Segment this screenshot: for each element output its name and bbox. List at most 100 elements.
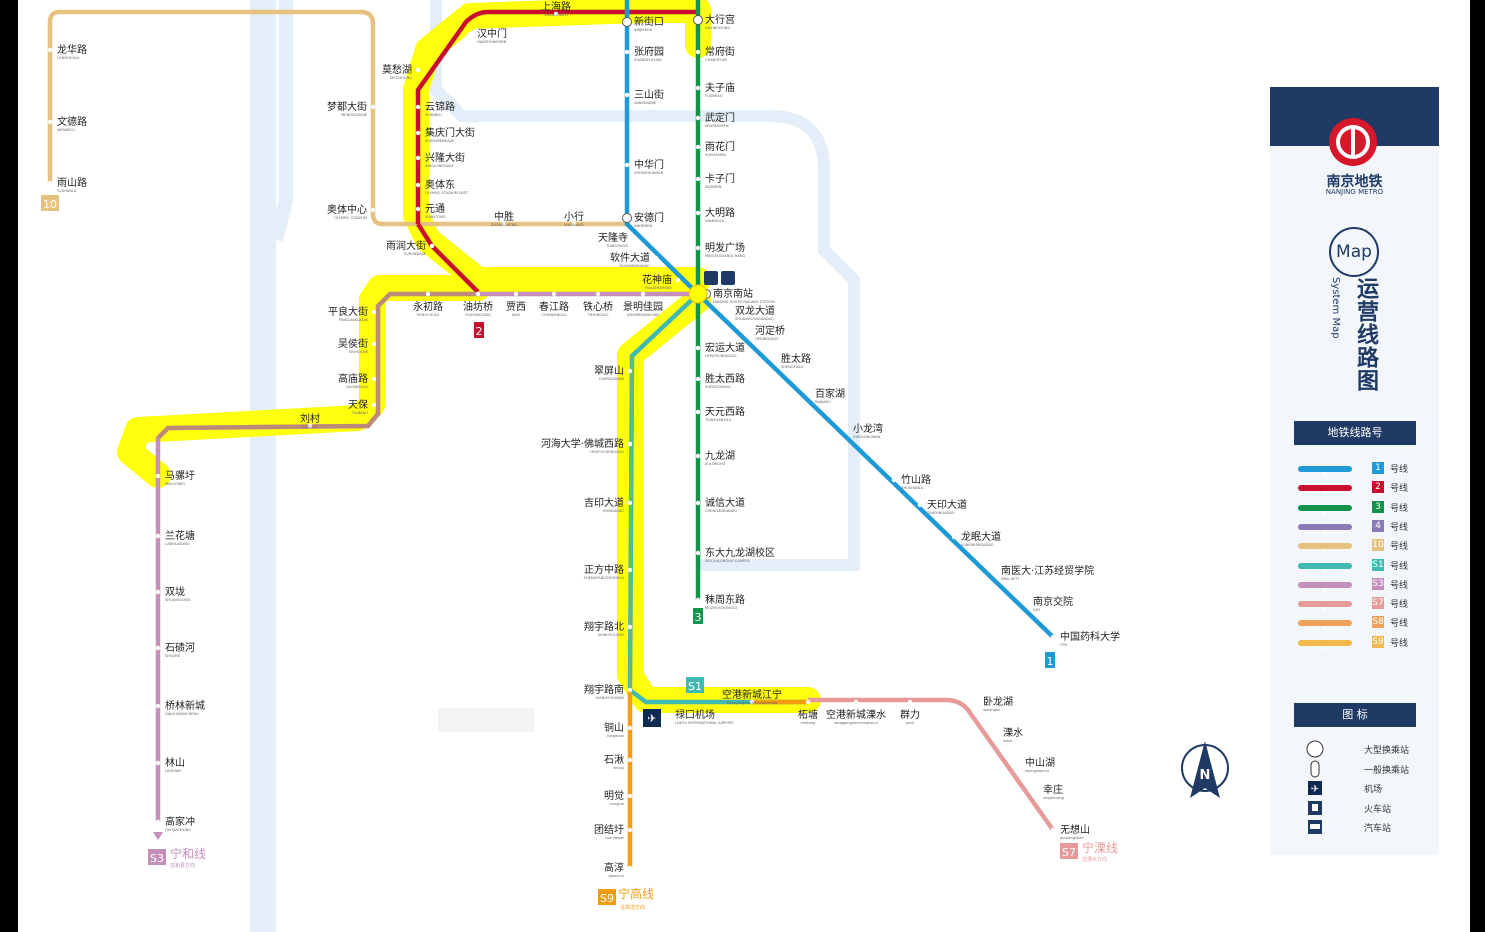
station-dot[interactable] (622, 17, 632, 27)
station-name[interactable]: 天印大道 (927, 498, 967, 511)
station-name[interactable]: 大明路 (705, 206, 735, 219)
station-dot[interactable] (155, 533, 161, 539)
station-dot[interactable] (675, 277, 681, 283)
station-name[interactable]: 诚信大道 (705, 496, 745, 509)
station-name[interactable]: 高家冲 (165, 815, 195, 828)
station-dot[interactable] (695, 453, 701, 459)
station-name[interactable]: 奥体东 (425, 178, 455, 191)
station-name[interactable]: 河定桥 (755, 324, 785, 337)
station-dot[interactable] (307, 423, 313, 429)
station-name[interactable]: 群力 (900, 708, 920, 721)
station-name[interactable]: 秣周东路 (705, 593, 745, 606)
station-name[interactable]: 幸庄 (1043, 783, 1063, 796)
station-name[interactable]: 天元西路 (705, 405, 745, 418)
station-dot[interactable] (627, 793, 633, 799)
station-name[interactable]: 柘塘 (798, 708, 818, 721)
station-dot[interactable] (627, 757, 633, 763)
station-name[interactable]: 胜太路 (781, 352, 811, 365)
station-name[interactable]: 双龙大道 (735, 304, 775, 317)
station-dot[interactable] (627, 725, 633, 731)
station-name[interactable]: 明发广场 (705, 241, 745, 254)
station-dot[interactable] (513, 291, 519, 297)
interchange-nanjing-south[interactable] (688, 284, 708, 304)
station-name[interactable]: 油坊桥 (463, 300, 493, 313)
station-dot[interactable] (553, 11, 559, 17)
station-dot[interactable] (624, 92, 630, 98)
station-dot[interactable] (993, 730, 999, 736)
station-name[interactable]: 莫愁湖 (382, 63, 412, 76)
station-dot[interactable] (415, 182, 421, 188)
station-dot[interactable] (475, 291, 481, 297)
station-name[interactable]: 软件大道 (610, 251, 650, 264)
station-dot[interactable] (771, 356, 777, 362)
station-dot[interactable] (973, 699, 979, 705)
station-dot[interactable] (843, 426, 849, 432)
station-dot[interactable] (371, 341, 377, 347)
station-dot[interactable] (653, 255, 659, 261)
station-name[interactable]: 南医大·江苏经贸学院 (1001, 564, 1094, 577)
station-name[interactable]: 平良大街 (328, 305, 368, 318)
station-name[interactable]: 桥林新城 (165, 699, 205, 712)
station-dot[interactable] (1023, 599, 1029, 605)
station-dot[interactable] (415, 130, 421, 136)
station-name[interactable]: 梦都大街 (327, 100, 367, 113)
station-name[interactable]: 东大九龙湖校区 (705, 546, 775, 559)
station-dot[interactable] (155, 589, 161, 595)
station-name[interactable]: 中山湖 (1025, 756, 1055, 769)
station-dot[interactable] (571, 221, 577, 227)
station-dot[interactable] (805, 391, 811, 397)
station-name[interactable]: 安德门 (634, 211, 664, 224)
station-dot[interactable] (371, 402, 377, 408)
station-dot[interactable] (695, 345, 701, 351)
station-dot[interactable] (622, 213, 632, 223)
station-name[interactable]: 雨润大街 (386, 239, 426, 252)
station-dot[interactable] (695, 500, 701, 506)
station-dot[interactable] (627, 368, 633, 374)
station-dot[interactable] (907, 699, 913, 705)
station-dot[interactable] (991, 568, 997, 574)
station-name[interactable]: 吉印大道 (584, 496, 624, 509)
station-name[interactable]: 石碛河 (165, 642, 195, 654)
station-name[interactable]: 汉中门 (477, 27, 507, 40)
station-dot[interactable] (370, 207, 376, 213)
station-dot[interactable] (951, 534, 957, 540)
station-dot[interactable] (805, 699, 811, 705)
station-dot[interactable] (1050, 827, 1056, 833)
station-name[interactable]: 正方中路 (584, 563, 624, 576)
station-name[interactable]: 百家湖 (815, 387, 845, 400)
station-name[interactable]: 雨山路 (57, 176, 87, 189)
station-dot[interactable] (695, 597, 701, 603)
station-dot[interactable] (695, 245, 701, 251)
station-name[interactable]: 雨花门 (705, 140, 735, 153)
station-name[interactable]: 文德路 (57, 115, 87, 128)
station-dot[interactable] (745, 328, 751, 334)
station-name[interactable]: 上海路 (541, 0, 571, 13)
station-dot[interactable] (371, 309, 377, 315)
station-name[interactable]: 卧龙湖 (983, 695, 1013, 708)
station-name[interactable]: 龙眠大道 (961, 530, 1001, 543)
station-dot[interactable] (1033, 787, 1039, 793)
station-name[interactable]: 明觉 (604, 790, 624, 802)
station-dot[interactable] (47, 119, 53, 125)
station-name[interactable]: 翔宇路南 (584, 683, 624, 696)
station-name[interactable]: 空港新城溧水 (826, 708, 886, 721)
station-dot[interactable] (891, 477, 897, 483)
station-dot[interactable] (695, 115, 701, 121)
station-name[interactable]: 卡子门 (705, 172, 735, 185)
station-dot[interactable] (725, 308, 731, 314)
station-dot[interactable] (371, 376, 377, 382)
station-name[interactable]: 高庙路 (338, 372, 368, 385)
station-dot[interactable] (695, 85, 701, 91)
station-dot[interactable] (155, 703, 161, 709)
station-name[interactable]: 贾西 (506, 301, 526, 313)
station-dot[interactable] (665, 712, 671, 718)
station-dot[interactable] (627, 827, 633, 833)
station-dot[interactable] (415, 155, 421, 161)
station-name[interactable]: 中华门 (634, 158, 664, 171)
station-name[interactable]: 常府街 (705, 45, 735, 58)
station-name[interactable]: 天隆寺 (598, 231, 628, 244)
station-name[interactable]: 翔宇路北 (584, 620, 624, 633)
station-dot[interactable] (47, 47, 53, 53)
station-name[interactable]: 张府园 (634, 45, 664, 58)
